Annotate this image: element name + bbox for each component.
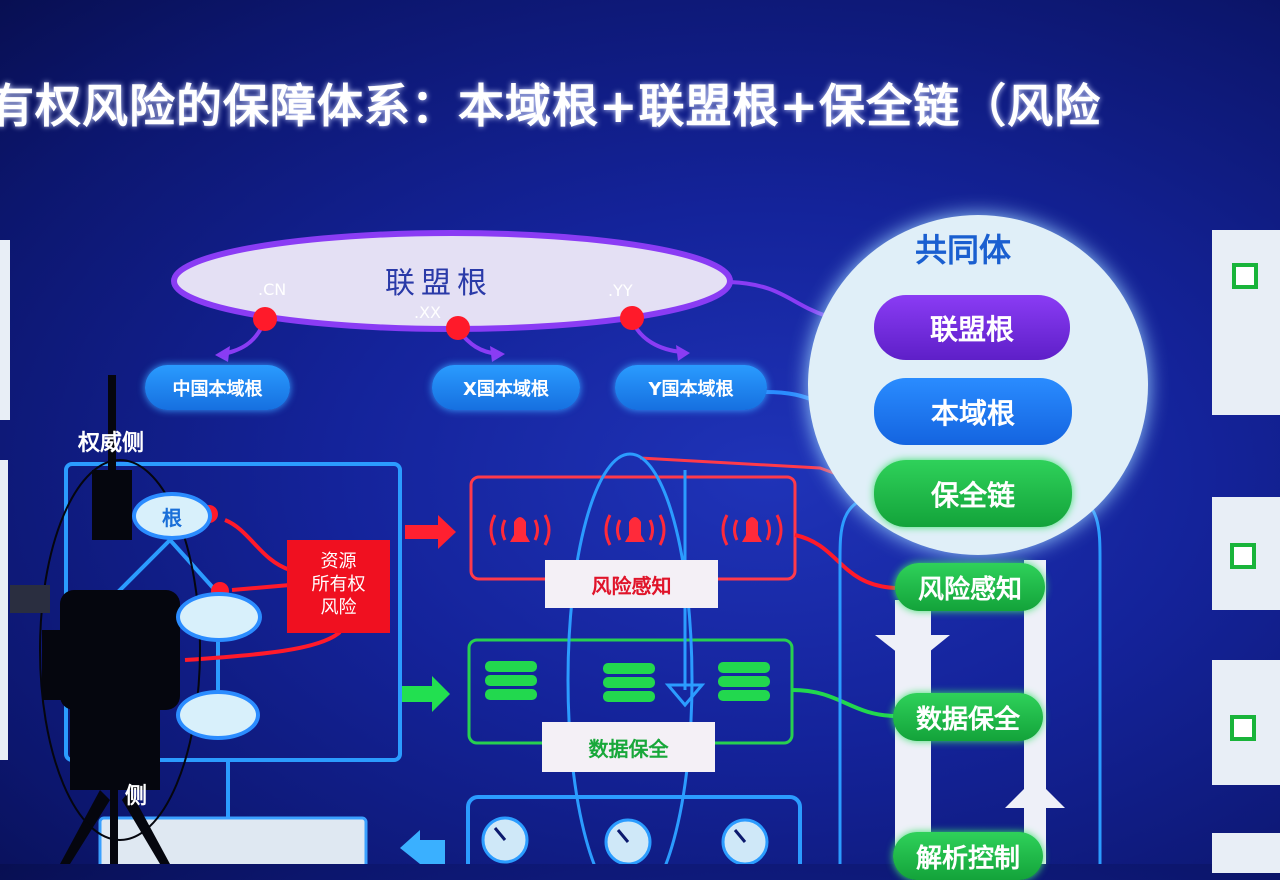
ownership-risk-box: 资源 所有权 风险 bbox=[287, 540, 390, 633]
checkbox-icon bbox=[1230, 543, 1256, 569]
x-domain-root: X国本域根 bbox=[432, 365, 580, 410]
tld-xx: .XX bbox=[414, 303, 442, 322]
right-panel-4 bbox=[1212, 833, 1280, 873]
blue-arrow bbox=[400, 830, 445, 864]
left-panel-2 bbox=[0, 460, 8, 760]
checkbox-icon bbox=[1232, 263, 1258, 289]
community-alliance-root: 联盟根 bbox=[874, 295, 1070, 360]
right-resolution-control: 解析控制 bbox=[893, 832, 1043, 880]
left-panel bbox=[0, 240, 10, 420]
green-arrow bbox=[402, 676, 450, 712]
risk-box-line: 风险 bbox=[320, 597, 357, 618]
slide-title: 有权风险的保障体系：本域根+联盟根+保全链（风险 bbox=[0, 79, 1102, 133]
camera-silhouette bbox=[42, 375, 180, 864]
right-panel-1 bbox=[1212, 230, 1280, 415]
risk-perception-label: 风险感知 bbox=[545, 560, 718, 608]
risk-box-line: 资源 bbox=[320, 551, 357, 572]
leaf-node bbox=[176, 690, 260, 740]
community-domain-root: 本域根 bbox=[874, 378, 1072, 445]
community-title: 共同体 bbox=[915, 231, 1012, 269]
root-node: 根 bbox=[132, 492, 212, 540]
resolver-side-label: 侧 bbox=[125, 784, 148, 809]
community-preservation-chain: 保全链 bbox=[874, 460, 1072, 527]
right-data-preservation: 数据保全 bbox=[893, 693, 1043, 741]
tld-yy: .YY bbox=[608, 281, 633, 300]
yy-dot bbox=[620, 306, 644, 330]
red-arrow bbox=[405, 515, 456, 549]
data-preservation-label: 数据保全 bbox=[542, 722, 715, 772]
xx-dot bbox=[446, 316, 470, 340]
tld-cn: .CN bbox=[258, 280, 287, 299]
checkbox-icon bbox=[1230, 715, 1256, 741]
child-node bbox=[176, 592, 262, 642]
right-risk-perception: 风险感知 bbox=[895, 563, 1045, 611]
authority-side-label: 权威侧 bbox=[78, 431, 145, 456]
cn-dot bbox=[253, 307, 277, 331]
alliance-root-label: 联盟根 bbox=[385, 266, 493, 301]
y-domain-root: Y国本域根 bbox=[615, 365, 767, 410]
risk-box-line: 所有权 bbox=[311, 574, 366, 595]
cn-domain-root: 中国本域根 bbox=[145, 365, 290, 410]
